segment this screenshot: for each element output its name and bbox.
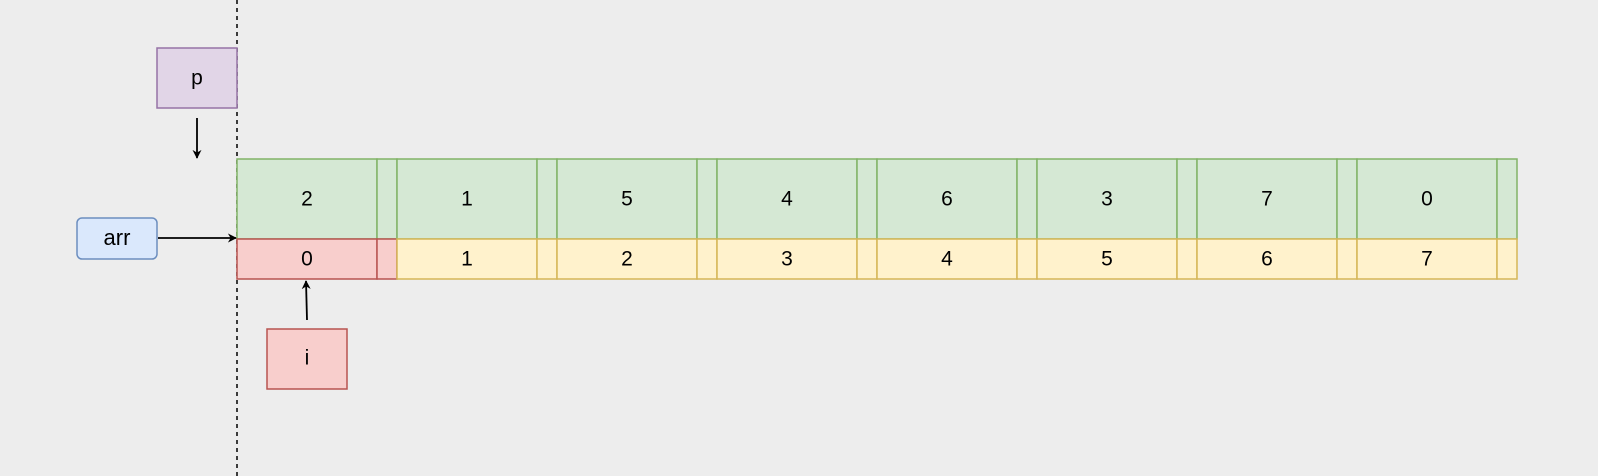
index-text: 1 (461, 248, 473, 271)
index-cell (716, 238, 858, 280)
index-cell-gap (1016, 238, 1038, 280)
index-cell-gap (856, 238, 878, 280)
index-text: 4 (941, 248, 953, 271)
index-cell-gap (1176, 238, 1198, 280)
index-cell-gap (696, 238, 718, 280)
index-cell-gap (1336, 238, 1358, 280)
value-cell-gap (1016, 158, 1038, 240)
value-text: 6 (941, 188, 953, 211)
index-text: 5 (1101, 248, 1113, 271)
index-cell-gap (376, 238, 398, 280)
pointer-p-label: p (191, 67, 203, 90)
arr-variable-label: arr (104, 225, 131, 250)
index-cell-gap (536, 238, 558, 280)
index-cell-gap (1496, 238, 1518, 280)
index-cell (1036, 238, 1178, 280)
index-text: 7 (1421, 248, 1433, 271)
value-text: 1 (461, 188, 473, 211)
value-text: 7 (1261, 188, 1273, 211)
index-i-label: i (305, 347, 310, 370)
index-cell (1356, 238, 1498, 280)
index-cell (1196, 238, 1338, 280)
value-text: 2 (301, 188, 313, 211)
value-cell (396, 158, 538, 240)
value-cell-gap (1496, 158, 1518, 240)
value-cell (236, 158, 378, 240)
arr-variable-box[interactable]: arr (76, 217, 158, 260)
value-text: 0 (1421, 188, 1433, 211)
index-text: 3 (781, 248, 793, 271)
value-cell-gap (1336, 158, 1358, 240)
index-text: 2 (621, 248, 633, 271)
value-cell-gap (1176, 158, 1198, 240)
value-text: 4 (781, 188, 793, 211)
value-cell-gap (376, 158, 398, 240)
index-i-arrow (301, 280, 311, 321)
index-cell (876, 238, 1018, 280)
value-cell-gap (696, 158, 718, 240)
value-text: 5 (621, 188, 633, 211)
index-text: 6 (1261, 248, 1273, 271)
pointer-p-box[interactable]: p (156, 47, 238, 109)
value-cell-gap (856, 158, 878, 240)
index-cell-highlighted (236, 238, 378, 280)
array-cells: 2 0 1 1 5 2 4 3 6 4 3 5 7 6 0 7 (236, 158, 1518, 280)
value-text: 3 (1101, 188, 1113, 211)
index-text: 0 (301, 248, 313, 271)
index-i-box[interactable]: i (266, 328, 348, 390)
value-cell-gap (536, 158, 558, 240)
index-cell (556, 238, 698, 280)
